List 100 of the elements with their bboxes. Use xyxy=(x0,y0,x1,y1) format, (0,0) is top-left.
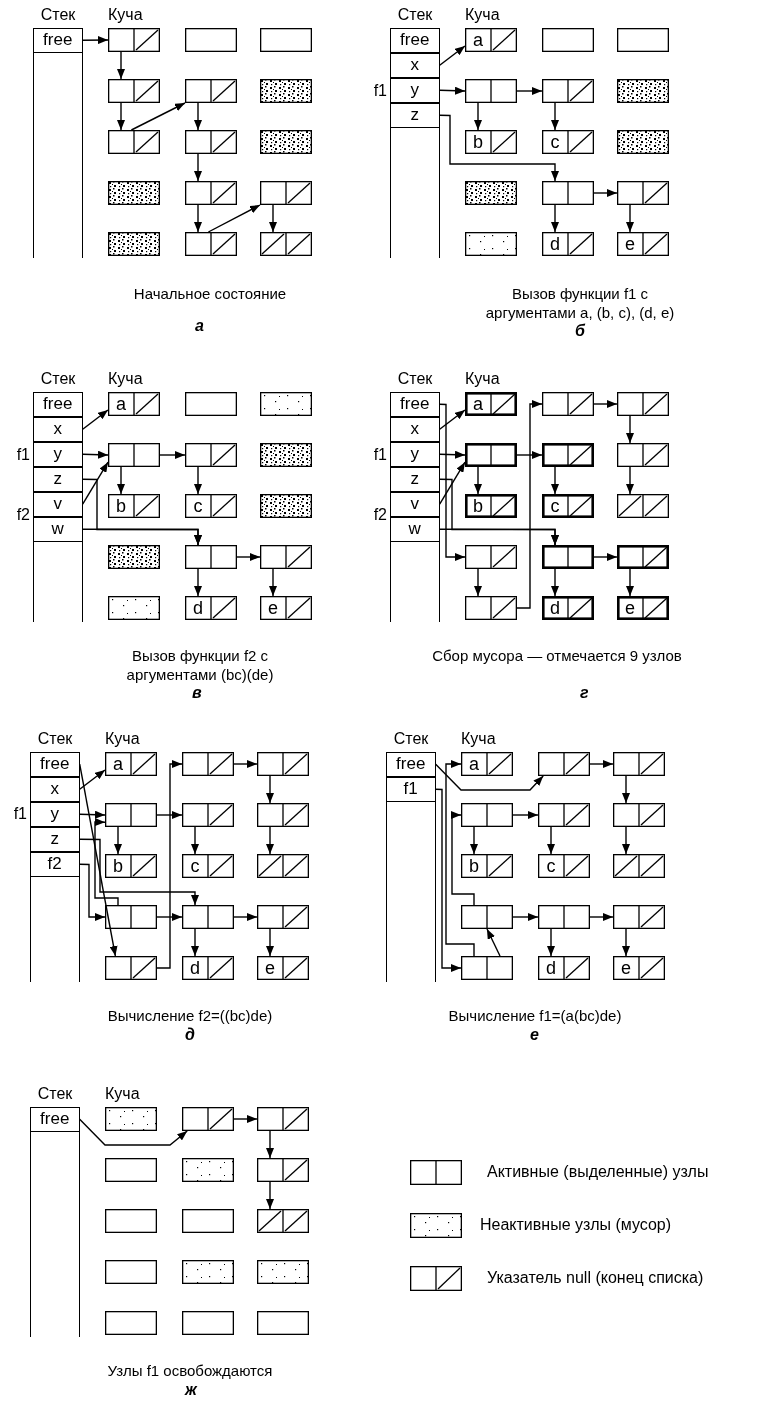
pointer-arrow xyxy=(516,87,543,95)
garbage-cell xyxy=(260,392,312,416)
list-cell xyxy=(108,392,160,416)
list-cell xyxy=(185,596,237,620)
list-cell xyxy=(617,545,669,569)
pointer-arrow xyxy=(233,1115,258,1123)
free-cell xyxy=(257,1311,309,1335)
panel-heading: Куча xyxy=(465,369,500,388)
list-cell xyxy=(108,494,160,518)
list-cell xyxy=(257,752,309,776)
stack-slot: y xyxy=(32,441,83,467)
panel-heading: Куча xyxy=(465,5,500,24)
pointer-arrow xyxy=(626,204,634,233)
pointer-arrow xyxy=(474,568,482,597)
list-cell xyxy=(617,443,669,467)
pointer-arrow xyxy=(191,826,199,855)
pointer-arrow xyxy=(622,928,630,957)
pointer-arrow xyxy=(266,1181,274,1210)
list-cell xyxy=(461,905,513,929)
garbage-cell xyxy=(257,1260,309,1284)
list-cell xyxy=(538,956,590,980)
list-cell xyxy=(542,443,594,467)
pointer-arrow xyxy=(622,826,630,855)
stack-slot: x xyxy=(32,416,83,442)
pointer-arrow xyxy=(445,760,475,957)
cell-value: c xyxy=(549,495,561,518)
list-cell xyxy=(108,79,160,103)
stack-slot: y xyxy=(29,801,80,827)
pointer-arrow xyxy=(117,51,125,80)
pointer-arrow xyxy=(233,913,258,921)
list-cell xyxy=(465,392,517,416)
list-cell xyxy=(542,545,594,569)
cell-value: d xyxy=(192,597,204,620)
garbage-cell xyxy=(260,494,312,518)
cell-value: a xyxy=(472,29,484,52)
garbage-cell xyxy=(108,545,160,569)
stack-slot: z xyxy=(389,466,440,492)
pointer-arrow xyxy=(439,86,466,95)
list-cell xyxy=(182,1107,234,1131)
stack-slot: z xyxy=(29,826,80,852)
pointer-arrow xyxy=(82,461,109,505)
list-cell xyxy=(465,545,517,569)
list-cell xyxy=(613,803,665,827)
list-cell xyxy=(260,232,312,256)
pointer-arrow xyxy=(589,760,614,768)
panel-heading: Куча xyxy=(105,1084,140,1103)
panel-letter: д xyxy=(185,1026,195,1044)
pointer-arrow xyxy=(236,553,261,561)
garbage-cell xyxy=(465,181,517,205)
panel-heading: Стек xyxy=(396,5,434,24)
cell-value: c xyxy=(549,131,561,154)
garbage-cell xyxy=(617,130,669,154)
list-cell xyxy=(257,1209,309,1233)
list-cell xyxy=(185,181,237,205)
pointer-arrow xyxy=(474,102,482,131)
stack-column xyxy=(390,392,440,622)
stack-slot: x xyxy=(29,776,80,802)
list-cell xyxy=(108,130,160,154)
free-cell xyxy=(105,1260,157,1284)
list-cell xyxy=(185,443,237,467)
list-cell xyxy=(465,494,517,518)
list-cell xyxy=(105,956,157,980)
stack-slot: x xyxy=(389,416,440,442)
garbage-cell xyxy=(182,1260,234,1284)
list-cell xyxy=(465,28,517,52)
pointer-arrow xyxy=(589,913,614,921)
list-cell xyxy=(257,1158,309,1182)
list-cell xyxy=(257,905,309,929)
pointer-arrow xyxy=(191,928,199,957)
cell-value: e xyxy=(624,233,636,256)
pointer-arrow xyxy=(194,466,202,495)
panel-letter: в xyxy=(192,684,202,702)
cell-value: c xyxy=(189,855,201,878)
garbage-cell xyxy=(260,130,312,154)
pointer-arrow xyxy=(551,102,559,131)
garbage-cell xyxy=(617,79,669,103)
cell-value: e xyxy=(620,957,632,980)
pointer-arrow xyxy=(233,760,258,768)
panel-heading: Куча xyxy=(105,729,140,748)
caption: Вызов функции f1 с аргументами a, (b, c), (d, e) xyxy=(484,284,676,322)
list-cell xyxy=(185,545,237,569)
list-cell xyxy=(257,803,309,827)
free-cell xyxy=(185,392,237,416)
frame-label: f1 xyxy=(372,80,387,100)
caption: Вычисление f2=((bc)de) xyxy=(106,1006,274,1025)
panel-heading: Стек xyxy=(39,5,77,24)
pointer-arrow xyxy=(626,415,634,444)
pointer-arrow xyxy=(547,928,555,957)
list-cell xyxy=(465,443,517,467)
garbage-cell xyxy=(182,1158,234,1182)
panel-letter: ж xyxy=(185,1381,197,1399)
free-cell xyxy=(542,28,594,52)
list-cell xyxy=(461,854,513,878)
cell-value: e xyxy=(264,957,276,980)
pointer-arrow xyxy=(486,928,501,957)
stack-slot: y xyxy=(389,77,440,103)
pointer-arrow xyxy=(156,811,183,819)
pointer-arrow xyxy=(551,204,559,233)
list-cell xyxy=(257,956,309,980)
caption: Начальное состояние xyxy=(132,284,288,303)
